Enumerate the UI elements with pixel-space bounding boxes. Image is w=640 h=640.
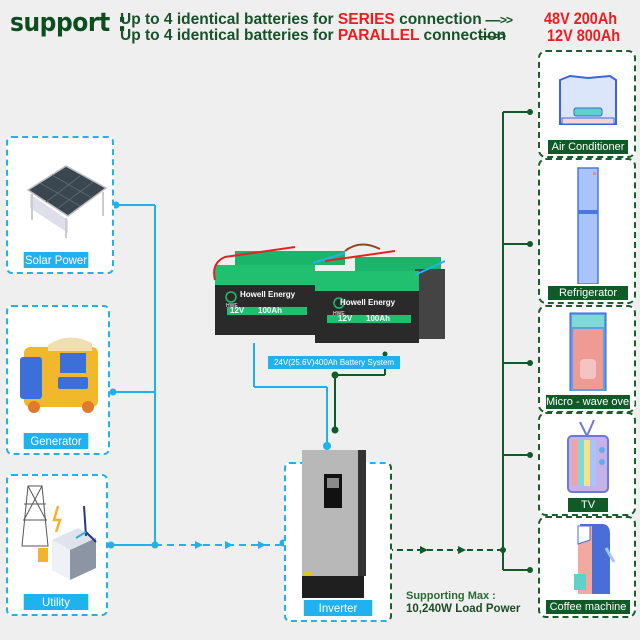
- refrigerator-icon: [577, 167, 599, 285]
- load-box-microwave: Micro - wave oven: [538, 305, 636, 413]
- load-label: Air Conditioner: [548, 140, 628, 154]
- load-label: TV: [568, 498, 608, 512]
- tv-icon: [567, 419, 609, 493]
- parallel-line: Up to 4 identical batteries for PARALLEL…: [120, 27, 506, 45]
- load-box-coffee-machine: Coffee machine: [538, 516, 636, 618]
- load-box-tv: TV: [538, 412, 636, 516]
- parallel-text: Up to 4 identical batteries for: [120, 27, 338, 44]
- parallel-highlight: PARALLEL: [337, 27, 420, 44]
- battery-brand-1: Howell Energy: [240, 290, 296, 299]
- parallel-result: 12V 800Ah: [547, 26, 621, 45]
- battery-voltage-2: 12V: [338, 314, 353, 323]
- parallel-arrow-icon: ----->>: [478, 29, 506, 43]
- series-line: Up to 4 identical batteries for SERIES c…: [120, 11, 482, 29]
- battery-logo-2: HWE: [333, 311, 345, 317]
- solar-panel-icon: [26, 165, 108, 238]
- inverter-icon: [302, 450, 366, 598]
- supporting-max-caption: Supporting Max :: [406, 590, 496, 602]
- load-label: Refrigerator: [548, 286, 628, 300]
- source-box-utility: Utility: [6, 474, 108, 616]
- source-label: Utility: [23, 594, 89, 610]
- source-box-solar: Solar Power: [6, 136, 114, 274]
- support-heading: support :: [10, 8, 127, 38]
- generator-icon: [20, 337, 98, 413]
- parallel-suffix: connection: [419, 27, 507, 44]
- air-conditioner-icon: [559, 74, 617, 125]
- battery-system-label: 24V(25.6V)400Ah Battery System: [268, 356, 401, 369]
- load-power-caption: 10,240W Load Power: [406, 603, 521, 615]
- load-label: Coffee machine: [546, 600, 630, 614]
- source-label: Generator: [23, 433, 89, 449]
- battery-voltage-1: 12V: [230, 306, 245, 315]
- series-result: 48V 200Ah: [544, 9, 618, 28]
- source-label: Solar Power: [23, 252, 89, 268]
- microwave-oven-icon: [569, 312, 607, 394]
- source-box-generator: Generator: [6, 305, 110, 455]
- series-text: Up to 4 identical batteries for: [120, 11, 338, 28]
- coffee-machine-icon: [574, 524, 616, 594]
- inverter-label: Inverter: [303, 600, 373, 616]
- series-suffix: connection: [394, 11, 482, 28]
- load-box-air-conditioner: Air Conditioner: [538, 50, 636, 158]
- series-arrow-icon: ----->>: [485, 13, 513, 27]
- inverter-box: Inverter: [284, 450, 392, 622]
- battery-bank-icon: [213, 243, 445, 343]
- utility-grid-icon: [21, 485, 97, 580]
- series-highlight: SERIES: [337, 11, 395, 28]
- battery-logo-1: HWE: [226, 303, 238, 309]
- battery-capacity-2: 100Ah: [366, 314, 391, 323]
- battery-capacity-1: 100Ah: [258, 306, 283, 315]
- battery-brand-2: Howell Energy: [340, 298, 396, 307]
- load-box-refrigerator: Refrigerator: [538, 158, 636, 304]
- load-label: Micro - wave oven: [546, 395, 636, 409]
